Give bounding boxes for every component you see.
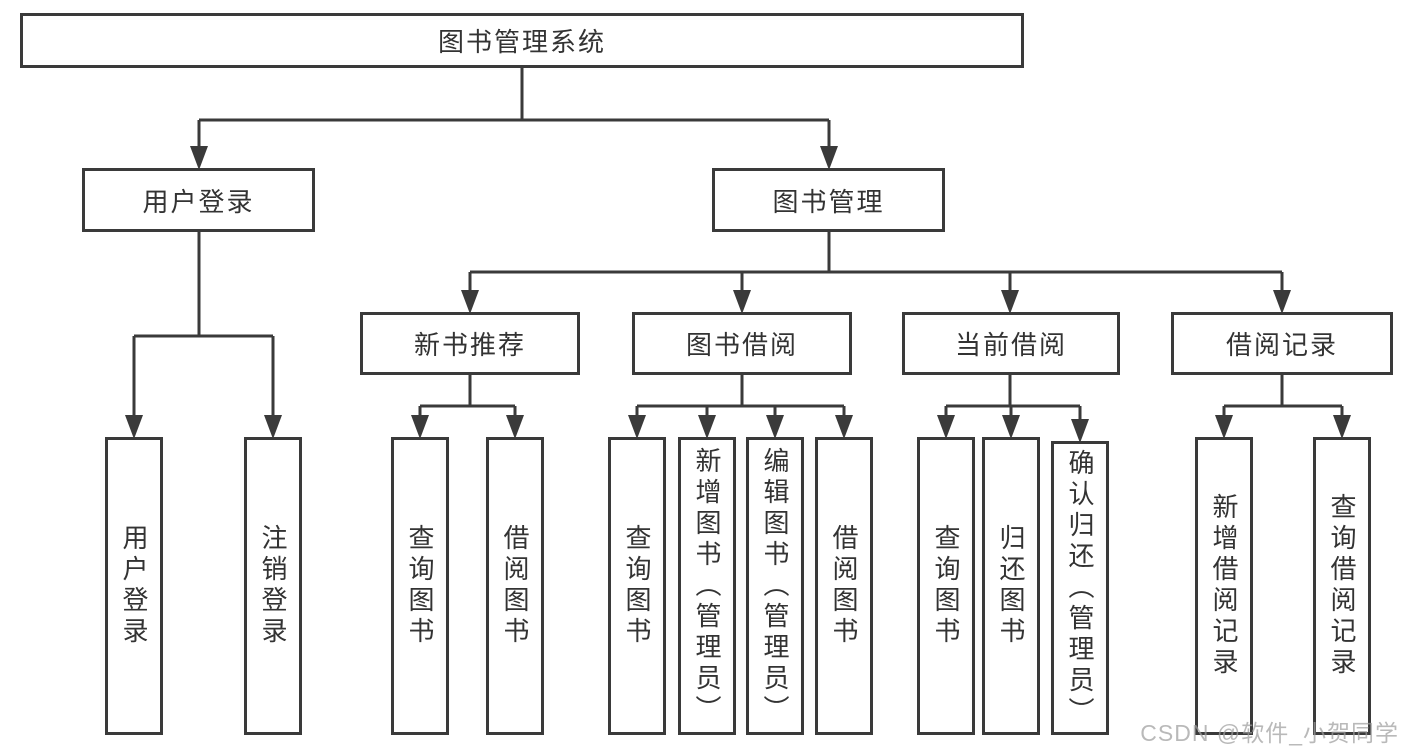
leaf-logout: 注销登录	[244, 437, 302, 735]
node-book-management: 图书管理	[712, 168, 945, 232]
node-library-system: 图书管理系统	[20, 13, 1024, 68]
node-borrow-records: 借阅记录	[1171, 312, 1393, 375]
leaf-add-borrow-record: 新增借阅记录	[1195, 437, 1253, 735]
node-current-borrow: 当前借阅	[902, 312, 1120, 375]
leaf-user-login: 用户登录	[105, 437, 163, 735]
leaf-borrow-books-1: 借阅图书	[486, 437, 544, 735]
leaf-confirm-return-admin: 确认归还（管理员）	[1051, 441, 1109, 735]
node-user-login: 用户登录	[82, 168, 315, 232]
csdn-watermark: CSDN @软件_小贺同学	[1140, 720, 1399, 746]
leaf-edit-books-admin: 编辑图书（管理员）	[746, 437, 804, 735]
leaf-query-books-2: 查询图书	[608, 437, 666, 735]
leaf-return-books: 归还图书	[982, 437, 1040, 735]
leaf-query-borrow-record: 查询借阅记录	[1313, 437, 1371, 735]
leaf-borrow-books-2: 借阅图书	[815, 437, 873, 735]
node-new-book-recommend: 新书推荐	[360, 312, 580, 375]
node-book-borrow: 图书借阅	[632, 312, 852, 375]
leaf-query-books-3: 查询图书	[917, 437, 975, 735]
leaf-query-books-1: 查询图书	[391, 437, 449, 735]
leaf-add-books-admin: 新增图书（管理员）	[678, 437, 736, 735]
